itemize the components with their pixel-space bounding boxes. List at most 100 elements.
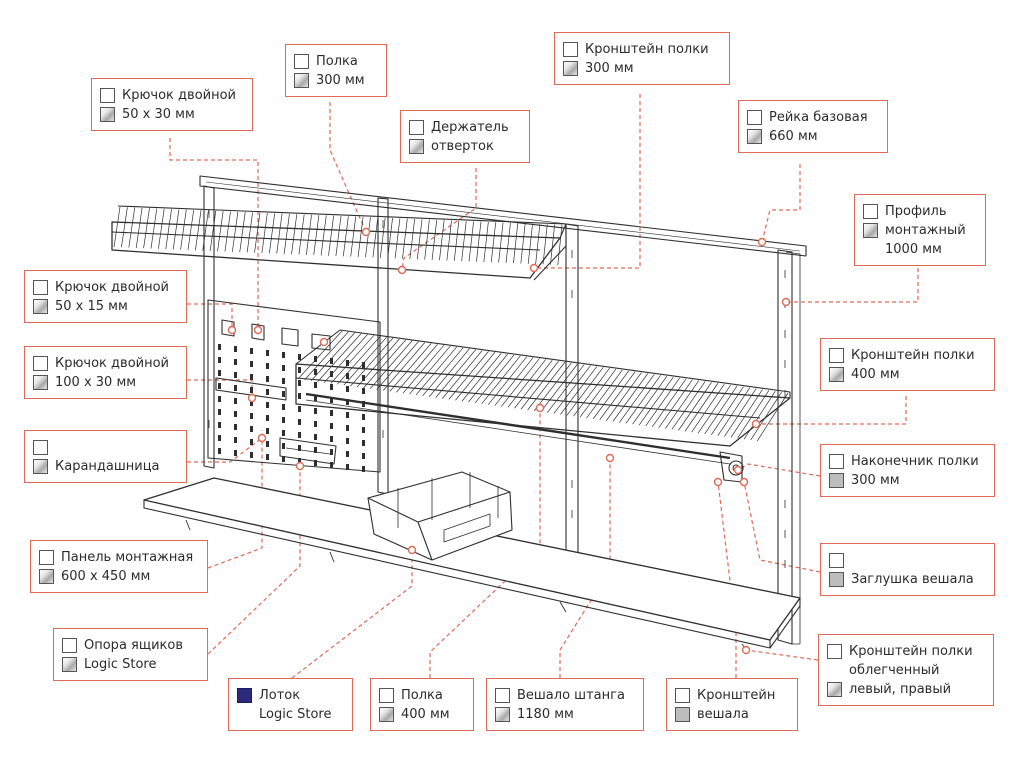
panel-hole xyxy=(298,367,301,373)
callout-row: 300 мм xyxy=(294,71,378,90)
panel-hole xyxy=(282,456,285,462)
finish-swatch-gray xyxy=(829,572,844,587)
shelf-wire xyxy=(625,375,661,424)
panel-hole xyxy=(234,372,237,378)
panel-hole xyxy=(314,382,317,388)
anchor-bracket-light xyxy=(741,645,751,655)
shelf-wire xyxy=(520,223,526,264)
panel-hole xyxy=(362,427,365,433)
shelf-wire xyxy=(330,335,375,384)
anchor-shelf-tip-300 xyxy=(733,465,743,475)
callout-label: 400 мм xyxy=(401,706,450,722)
shelving-drawing xyxy=(111,175,807,653)
anchor-hanger-bracket xyxy=(713,477,723,487)
mount-profile-2 xyxy=(565,223,579,555)
mount-panel xyxy=(207,299,381,473)
callout-label: Кронштейн xyxy=(697,687,776,703)
callout-row: 50 x 30 мм xyxy=(100,105,244,124)
leader-mount-panel xyxy=(207,430,263,569)
shelf-wire xyxy=(254,212,261,253)
shelf-wire xyxy=(704,385,738,435)
shelf-wire xyxy=(409,345,451,395)
callout-row: Кронштейн полки xyxy=(563,40,721,59)
callout-row: Кронштейн xyxy=(675,686,789,705)
shelf-wire xyxy=(298,214,305,255)
panel-hole xyxy=(234,424,237,430)
shelf-wire xyxy=(737,390,770,439)
callout-row: Крючок двойной xyxy=(33,278,178,297)
shelf-wire xyxy=(743,391,776,440)
logic-store-bin xyxy=(367,471,513,561)
callout-label: отверток xyxy=(431,138,494,154)
shelf-wire xyxy=(376,341,419,390)
base-rail xyxy=(199,175,807,257)
finish-swatch-grad xyxy=(379,707,394,722)
callout-label: Опора ящиков xyxy=(84,637,184,653)
shelf-wire xyxy=(684,383,719,432)
shelf-wire xyxy=(494,357,534,406)
panel-hole xyxy=(282,443,285,449)
callout-row xyxy=(33,438,178,457)
panel-hole xyxy=(314,434,317,440)
shelf-wire xyxy=(645,377,680,427)
shelf-wire xyxy=(540,363,579,412)
hook-shape-1 xyxy=(221,319,235,337)
panel-hole xyxy=(282,430,285,436)
shelf-wire xyxy=(535,224,541,265)
hanger-bar xyxy=(305,392,744,483)
shelf-wire xyxy=(209,210,217,251)
panel-hole xyxy=(250,426,253,432)
callout-row: 600 х 450 мм xyxy=(39,567,199,586)
callout-row: 660 мм xyxy=(747,127,879,146)
callout-label: Кронштейн полки xyxy=(849,643,973,659)
leader-shelf-300 xyxy=(329,102,367,233)
leader-pencil-holder xyxy=(187,437,263,463)
callout-row: Рейка базовая xyxy=(747,108,879,127)
finish-swatch-grad xyxy=(863,223,878,238)
finish-swatch-white xyxy=(100,88,115,103)
callout-hanger-plug: Заглушка вешала xyxy=(820,543,995,596)
shelf-wire xyxy=(428,348,470,397)
finish-swatch-white xyxy=(829,454,844,469)
shelf-wire xyxy=(135,207,143,248)
finish-swatch-gray xyxy=(675,707,690,722)
panel-hole xyxy=(282,365,285,371)
panel-hole xyxy=(218,448,221,454)
shelf-wire xyxy=(121,207,128,248)
callout-pencil-holder: Карандашница xyxy=(24,430,187,483)
shelf-wire xyxy=(724,388,757,437)
swatch-spacer xyxy=(237,707,252,722)
callout-row: вешала xyxy=(675,705,789,724)
panel-hole xyxy=(330,423,333,429)
shelf-wire xyxy=(592,370,629,420)
panel-hole xyxy=(266,363,269,369)
finish-swatch-white xyxy=(495,688,510,703)
panel-hole xyxy=(298,432,301,438)
panel-hole xyxy=(218,435,221,441)
shelf-wire xyxy=(455,352,496,401)
shelf-wire xyxy=(448,351,489,400)
finish-swatch-white xyxy=(829,348,844,363)
panel-hole xyxy=(330,410,333,416)
shelf-wire xyxy=(379,217,386,258)
callout-row: левый, правый xyxy=(827,680,985,699)
panel-hole xyxy=(346,464,349,470)
swatch-spacer xyxy=(863,242,878,257)
panel-hole xyxy=(314,408,317,414)
mount-profile-left xyxy=(203,185,215,469)
leader-hanger-bar xyxy=(559,458,611,678)
shelf-wire xyxy=(337,336,381,385)
callout-row xyxy=(829,551,986,570)
shelf-wire xyxy=(560,366,598,415)
shelf-wire xyxy=(756,392,789,442)
shelf-wire xyxy=(297,330,343,380)
panel-hole xyxy=(314,395,317,401)
callout-label: монтажный xyxy=(885,222,966,238)
shelf-wire xyxy=(439,220,445,261)
panel-hole xyxy=(250,348,253,354)
shelf-wire xyxy=(468,221,474,262)
shelf-wire xyxy=(187,209,195,251)
